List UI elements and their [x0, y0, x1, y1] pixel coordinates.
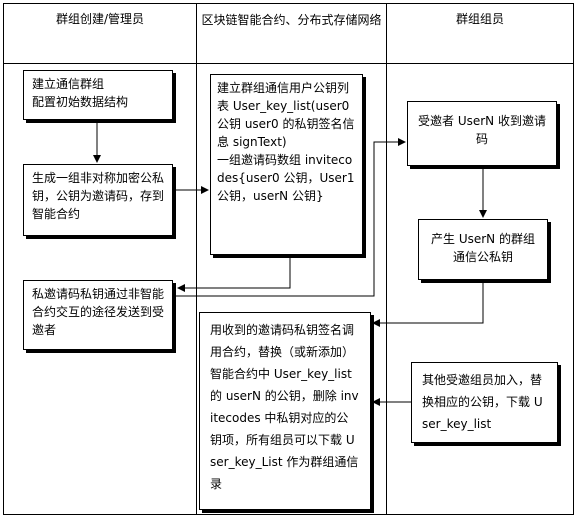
generate-user-keys-box: 产生 UserN 的群组通信公私钥: [418, 219, 548, 280]
lane-title-member: 群组组员: [455, 12, 504, 26]
send-private-code-text: 私邀请码私钥通过非智能合约交互的途径发送到受邀者: [32, 287, 165, 337]
generate-keys-text: 生成一组非对称加密公私钥，公钥为邀请码，存到智能合约: [32, 171, 165, 221]
generate-user-keys-text: 产生 UserN 的群组通信公私钥: [431, 232, 535, 264]
contract-lists-text: 建立群组通信用户公钥列表 User_key_list(user0 公钥 user…: [217, 81, 355, 203]
sign-replace-box: 用收到的邀请码私钥签名调用合约，替换（或新添加）智能合约中 User_key_l…: [199, 312, 371, 510]
receive-code-text: 受邀者 UserN 收到邀请码: [418, 114, 546, 146]
send-private-code-box: 私邀请码私钥通过非智能合约交互的途径发送到受邀者: [23, 280, 173, 350]
swimlane-frame: [3, 3, 574, 515]
create-group-box: 建立通信群组 配置初始数据结构: [23, 70, 173, 120]
create-group-text: 建立通信群组 配置初始数据结构: [32, 77, 129, 109]
lane-title-admin: 群组创建/管理员: [55, 12, 145, 26]
sign-replace-text: 用收到的邀请码私钥签名调用合约，替换（或新添加）智能合约中 User_key_l…: [210, 323, 359, 491]
arrow-userkeys-to-sign: [372, 280, 484, 327]
receive-code-box: 受邀者 UserN 收到邀请码: [407, 101, 557, 166]
other-members-box: 其他受邀组员加入，替换相应的公钥，下载 User_key_list: [411, 362, 558, 443]
other-members-text: 其他受邀组员加入，替换相应的公钥，下载 User_key_list: [422, 373, 543, 431]
arrow-contract-to-send: [177, 255, 291, 292]
generate-keys-box: 生成一组非对称加密公私钥，公钥为邀请码，存到智能合约: [23, 164, 173, 236]
contract-lists-box: 建立群组通信用户公钥列表 User_key_list(user0 公钥 user…: [210, 74, 363, 255]
lane-title-contract: 区块链智能合约、分布式存储网络: [201, 13, 382, 27]
arrow-send-to-receive: [172, 138, 406, 297]
